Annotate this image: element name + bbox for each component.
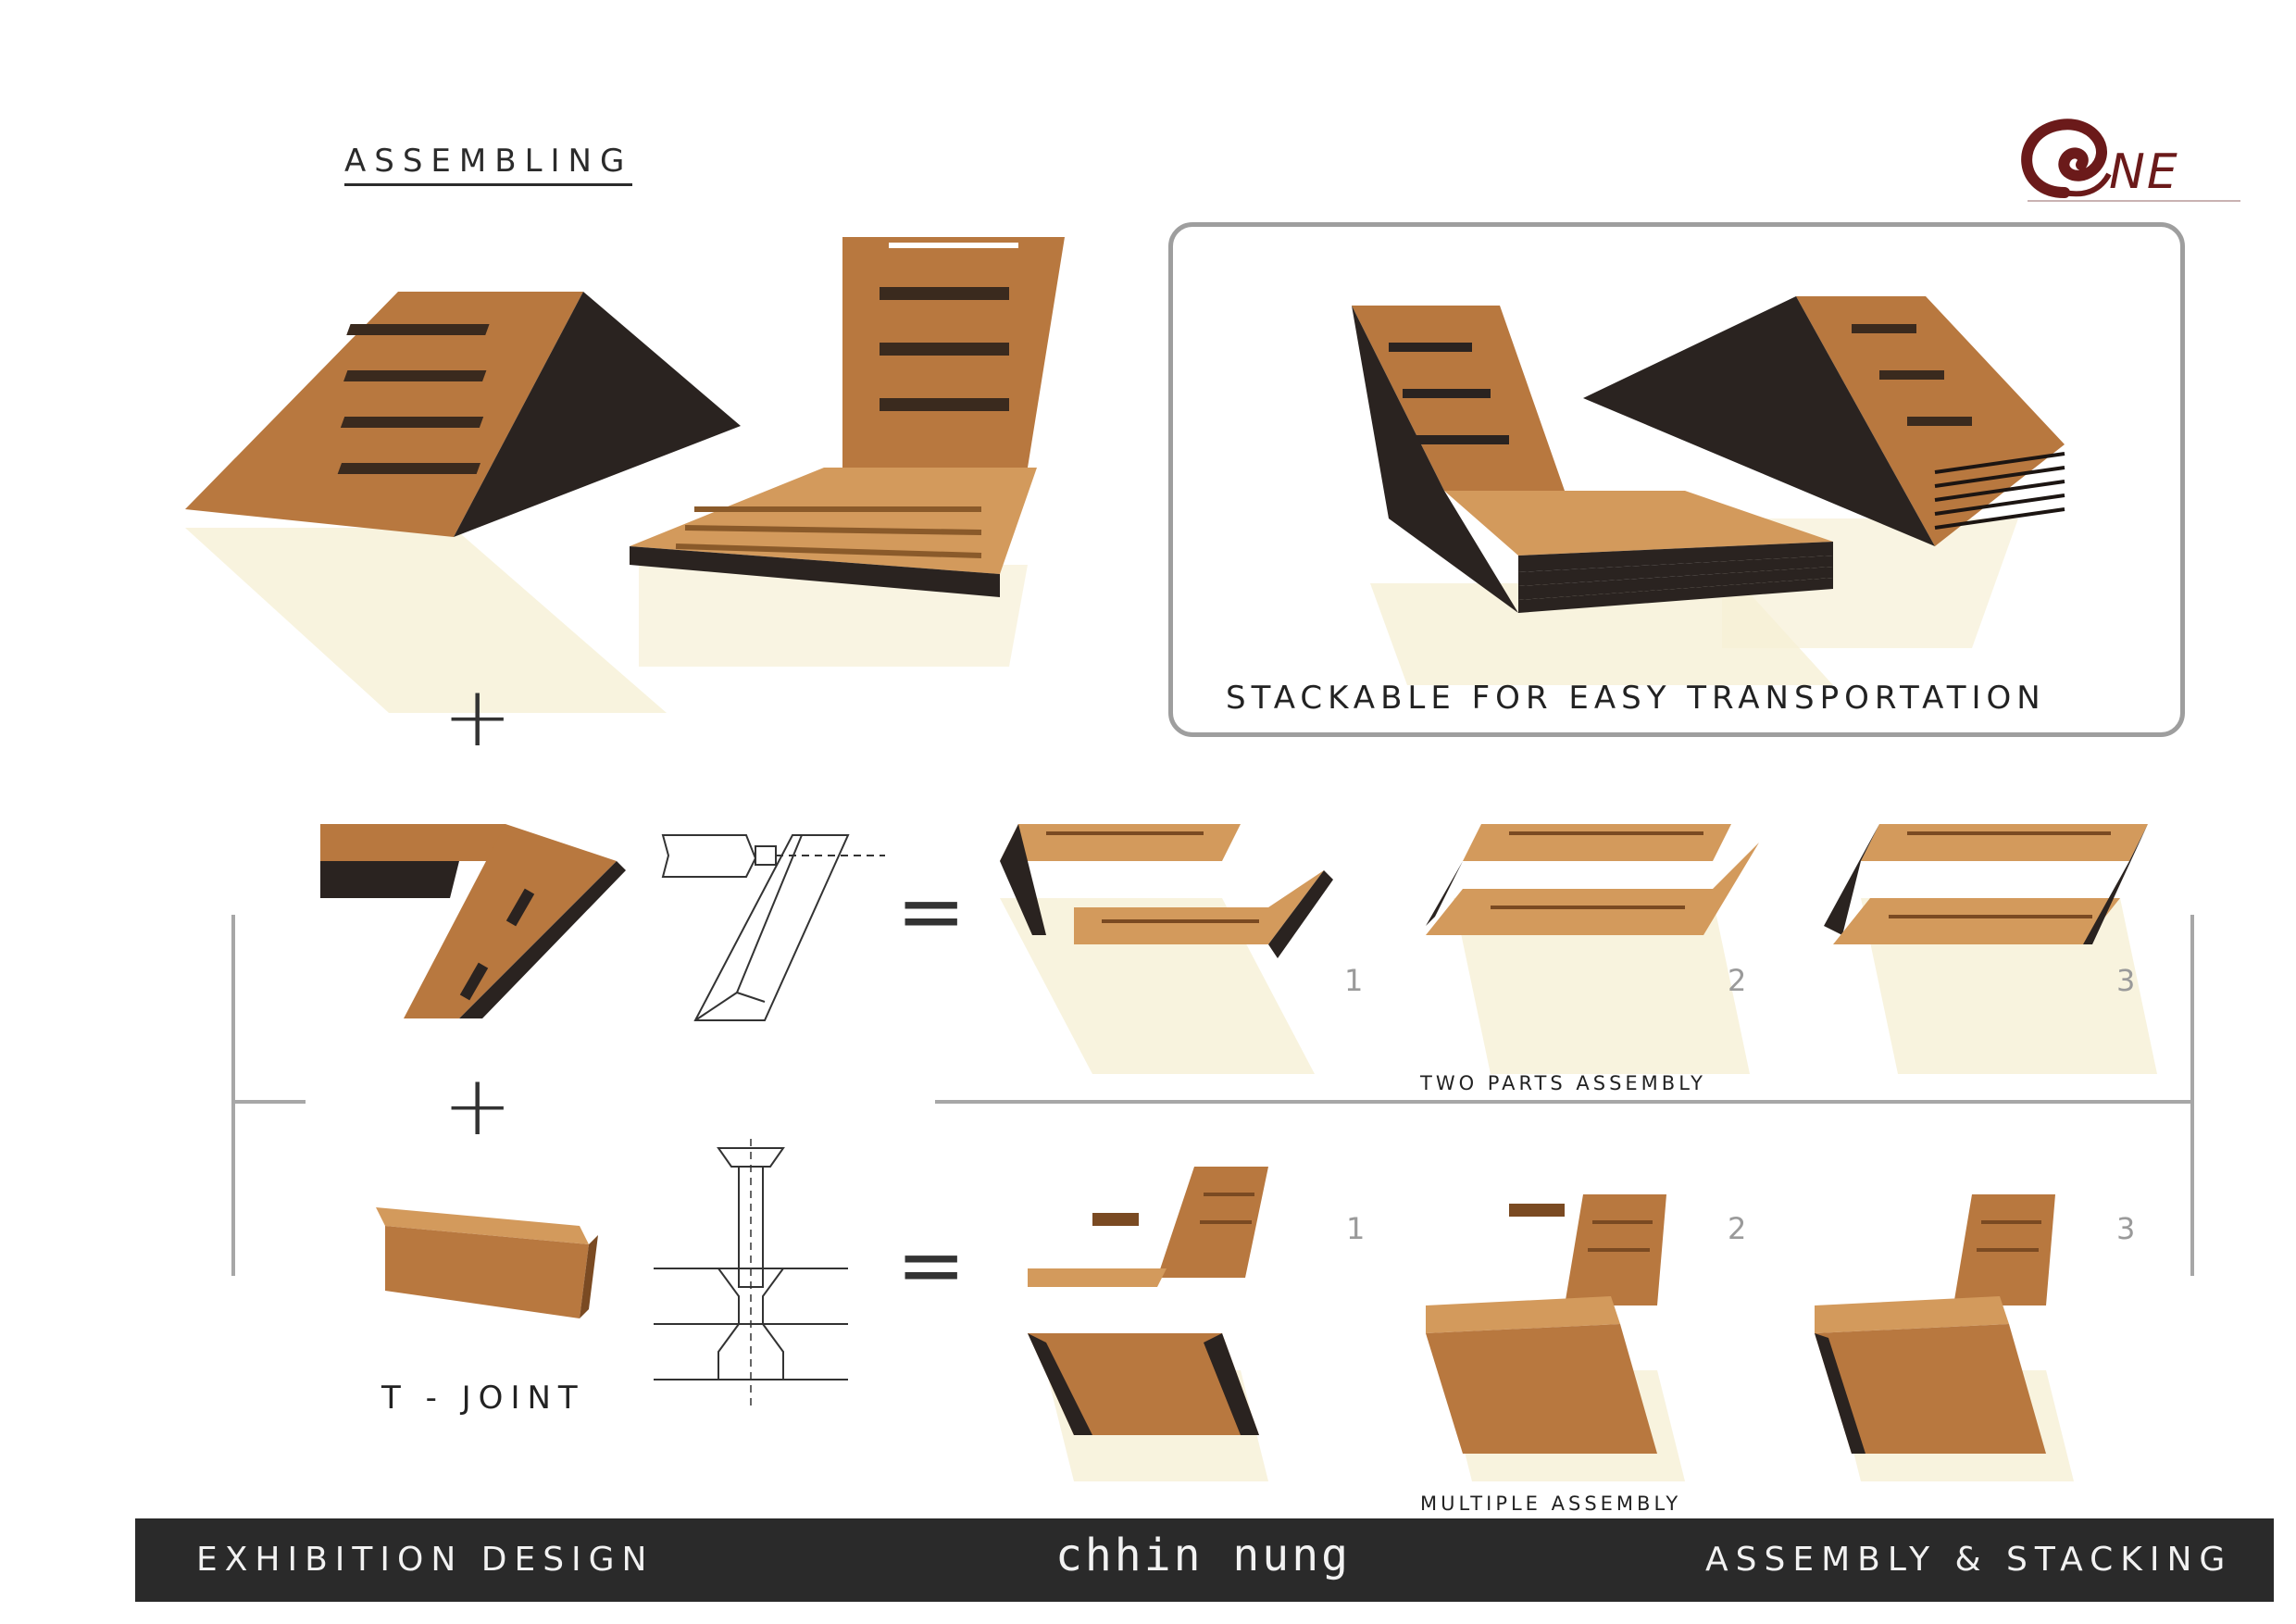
- multiple-assembly-steps-render: [1028, 1167, 2074, 1481]
- two-parts-step-3: 3: [2116, 963, 2136, 998]
- plus-sign-top: +: [443, 668, 513, 766]
- two-parts-step-1: 1: [1344, 963, 1364, 998]
- two-parts-steps-render: [1000, 824, 2157, 1074]
- footer-designer-name: chhin nung: [1055, 1530, 1351, 1581]
- t-joint-piece-render: [376, 1207, 598, 1318]
- brand-logo: NE: [2000, 109, 2250, 211]
- equals-sign-bottom: =: [896, 1217, 967, 1314]
- stacked-chairs-render: [1352, 296, 2065, 685]
- multiple-step-1: 1: [1346, 1211, 1366, 1246]
- footer-left-text: EXHIBITION DESIGN: [196, 1541, 655, 1579]
- logo-underline: [2028, 200, 2240, 202]
- bracket-right: [2190, 915, 2194, 1276]
- t-joint-label: T - JOINT: [381, 1380, 585, 1417]
- footer-bar: [135, 1518, 2274, 1602]
- bracket-left: [231, 915, 235, 1276]
- multiple-caption: MULTIPLE ASSEMBLY: [1420, 1493, 1682, 1515]
- multiple-step-3: 3: [2116, 1211, 2136, 1246]
- joint-line-drawing: [661, 834, 885, 1021]
- two-parts-caption: TWO PARTS ASSEMBLY: [1420, 1072, 1706, 1094]
- stacking-caption: STACKABLE FOR EASY TRANSPORTATION: [1226, 680, 2046, 717]
- chair-parts-render: [185, 237, 1065, 713]
- bracket-left-tick: [231, 1100, 306, 1104]
- plus-sign-middle: +: [443, 1057, 513, 1155]
- equals-sign-top: =: [896, 863, 967, 960]
- logo-text: NE: [2109, 144, 2179, 200]
- two-parts-step-2: 2: [1728, 963, 1747, 998]
- t-joint-line-drawing: [654, 1139, 848, 1407]
- corner-joint-render: [320, 824, 626, 1018]
- footer-right-text: ASSEMBLY & STACKING: [1705, 1541, 2233, 1579]
- divider-line: [935, 1100, 2194, 1104]
- swirl-logo-icon: [2021, 119, 2112, 198]
- page-heading: ASSEMBLING: [344, 143, 633, 186]
- multiple-step-2: 2: [1728, 1211, 1747, 1246]
